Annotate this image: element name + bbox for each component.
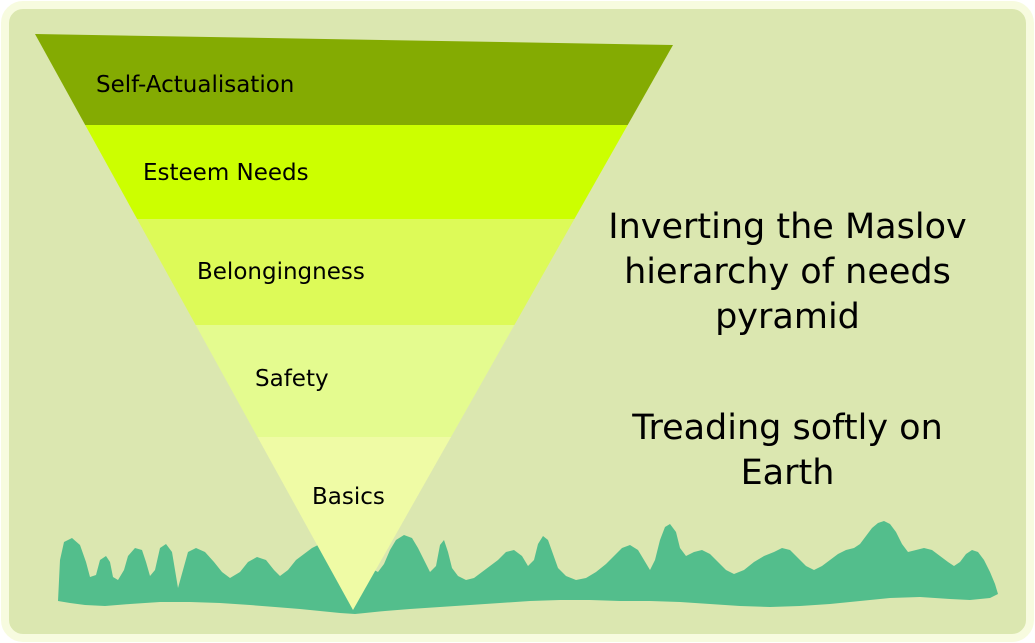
pyramid-layer-basics — [257, 437, 451, 610]
caption-title-line: Inverting the Maslov — [608, 207, 967, 247]
pyramid-layer-esteem-needs — [85, 125, 628, 219]
caption-subtitle-line: Earth — [740, 453, 835, 493]
layer-label-basics: Basics — [312, 484, 385, 510]
layer-label-esteem-needs: Esteem Needs — [143, 160, 309, 186]
pyramid-layer-self-actualisation — [35, 34, 673, 125]
caption-subtitle: Treading softly on Earth — [575, 406, 1000, 496]
caption-subtitle-line: Treading softly on — [632, 408, 943, 448]
layer-label-safety: Safety — [255, 366, 329, 392]
grass-silhouette — [58, 521, 998, 614]
caption-title-line: pyramid — [715, 297, 860, 337]
layer-label-belongingness: Belongingness — [197, 259, 365, 285]
layer-label-self-actualisation: Self-Actualisation — [96, 72, 294, 98]
caption-title: Inverting the Maslov hierarchy of needs … — [575, 205, 1000, 340]
caption-block: Inverting the Maslov hierarchy of needs … — [575, 205, 1000, 496]
pyramid-layer-belongingness — [137, 219, 575, 325]
pyramid-layer-safety — [195, 325, 515, 437]
caption-title-line: hierarchy of needs — [624, 252, 951, 292]
